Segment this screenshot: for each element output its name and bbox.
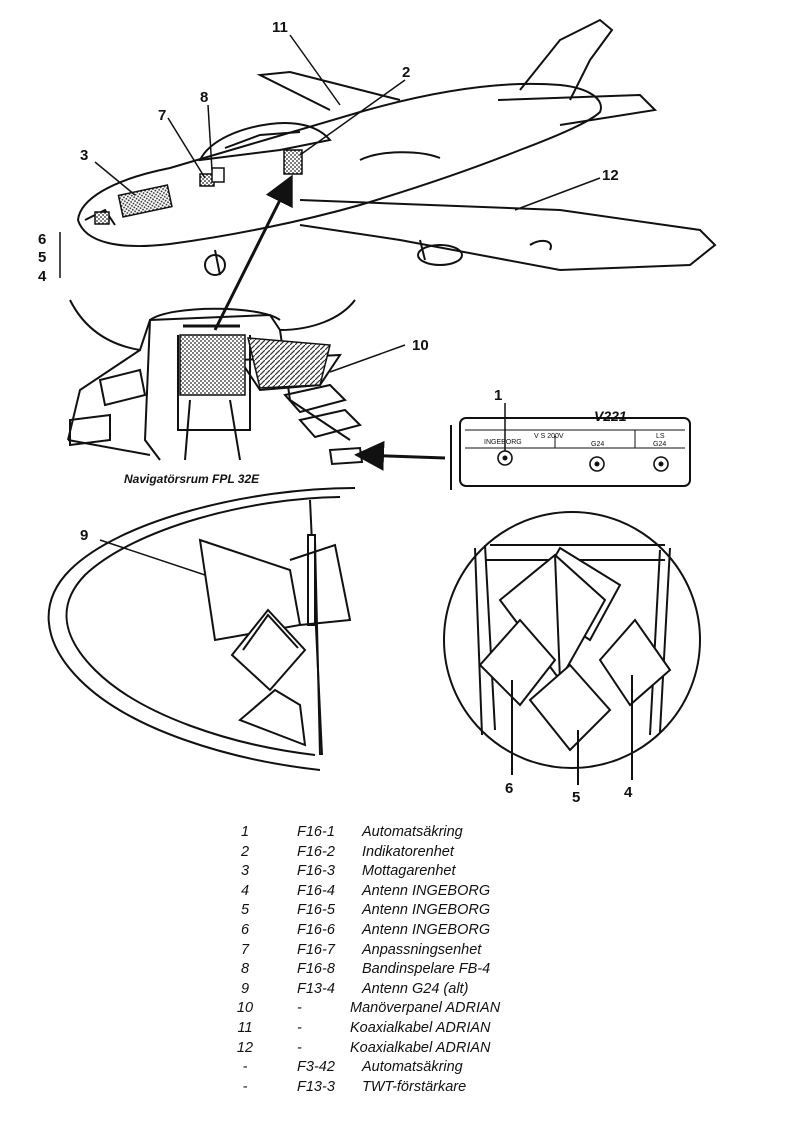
panel-v221	[459, 403, 691, 487]
navigator-display-panel	[179, 334, 246, 396]
legend-label: Koaxialkabel ADRIAN	[350, 1039, 491, 1056]
callout-7: 7	[158, 107, 166, 124]
legend-number: 1	[240, 824, 250, 840]
nose-cutaway	[47, 487, 356, 771]
legend-code: -	[297, 1039, 302, 1056]
legend-row: - F13-3 TWT-förstärkare	[225, 1078, 585, 1098]
callout-2: 2	[402, 64, 410, 81]
callout-4: 4	[38, 268, 47, 285]
callout-8: 8	[200, 89, 208, 106]
recorder-unit-8	[211, 167, 225, 183]
aircraft-drawing	[76, 18, 717, 276]
navigator-room-caption: Navigatörsrum FPL 32E	[124, 472, 260, 486]
legend-row: 6 F16-6 Antenn INGEBORG	[225, 921, 585, 941]
antenna-array-view	[443, 511, 701, 785]
legend-number: -	[242, 1059, 248, 1076]
panel-ingeborg-label: INGEBORG	[484, 439, 522, 446]
antenna-callout-5: 5	[572, 789, 580, 806]
legend-code: F16-5	[297, 902, 335, 919]
panel-ls-g24-label: G24	[653, 441, 666, 448]
panel-ls-label: LS	[656, 433, 665, 440]
legend-code: F16-6	[297, 921, 335, 938]
legend-row: 9 F13-4 Antenn G24 (alt)	[225, 980, 585, 1000]
panel-to-indicator-arrow	[213, 174, 293, 331]
legend-number: 4	[240, 882, 250, 899]
legend-label: Automatsäkring	[362, 1059, 463, 1076]
legend-label: Anpassningsenhet	[362, 941, 482, 958]
legend-label: Automatsäkring	[362, 824, 463, 840]
callout-9: 9	[80, 527, 88, 544]
indicator-unit-2	[283, 149, 303, 175]
legend-number: -	[242, 1078, 248, 1095]
panel-vs-label: V S 200V	[534, 433, 564, 440]
legend-row: 8 F16-8 Bandinspelare FB-4	[225, 960, 585, 980]
legend-code: F16-2	[297, 843, 335, 860]
legend-label: Antenn INGEBORG	[362, 921, 491, 938]
legend-code: -	[297, 1019, 302, 1036]
control-panel-10	[247, 337, 331, 389]
legend-label: Antenn G24 (alt)	[362, 980, 469, 997]
v221-to-console-arrow	[354, 440, 446, 471]
legend-row: 12 - Koaxialkabel ADRIAN	[225, 1039, 585, 1059]
legend-label: Manöverpanel ADRIAN	[350, 1000, 501, 1017]
panel-v221-title: V221	[594, 408, 627, 424]
legend-code: F16-8	[297, 961, 335, 978]
legend-label: Antenn INGEBORG	[362, 882, 491, 899]
legend-number: 7	[240, 941, 250, 958]
callout-10: 10	[412, 337, 429, 354]
callout-leaders	[59, 34, 601, 586]
legend-label: Bandinspelare FB-4	[362, 961, 491, 978]
legend-code: F16-7	[297, 941, 335, 958]
antenna-callout-4: 4	[624, 784, 633, 801]
callout-3: 3	[80, 147, 88, 164]
legend-row: 3 F16-3 Mottagarenhet	[225, 862, 585, 882]
legend-code: F16-3	[297, 863, 335, 880]
legend-row: - F3-42 Automatsäkring	[225, 1058, 585, 1078]
legend-code: -	[297, 1000, 302, 1017]
legend-label: Koaxialkabel ADRIAN	[350, 1019, 491, 1036]
legend-number: 10	[236, 1000, 254, 1017]
antenna-cluster-nose	[94, 211, 110, 225]
callout-6: 6	[38, 231, 46, 248]
legend-row: 5 F16-5 Antenn INGEBORG	[225, 901, 585, 921]
callout-1: 1	[494, 387, 502, 404]
legend-number: 3	[240, 863, 250, 880]
legend-row: 11 - Koaxialkabel ADRIAN	[225, 1019, 585, 1039]
legend-number: 9	[240, 980, 250, 997]
legend-label: TWT-förstärkare	[362, 1078, 467, 1095]
legend-code: F13-4	[297, 980, 335, 997]
navigator-room-drawing	[67, 299, 364, 466]
antenna-callout-6: 6	[505, 780, 513, 797]
legend-number: 6	[240, 921, 250, 938]
legend-code: F3-42	[297, 1059, 335, 1076]
legend-code: F16-4	[297, 882, 335, 899]
panel-g24-label: G24	[591, 441, 604, 448]
legend-number: 12	[236, 1039, 254, 1056]
callout-11: 11	[272, 19, 288, 36]
legend-code: F13-3	[297, 1078, 335, 1095]
legend-number: 8	[240, 961, 250, 978]
legend-label: Antenn INGEBORG	[362, 902, 491, 919]
legend-code: F16-1	[297, 824, 335, 840]
receiver-unit-3	[117, 184, 173, 218]
callout-12: 12	[602, 167, 619, 184]
legend-row: 2 F16-2 Indikatorenhet	[225, 843, 585, 863]
legend-row: 4 F16-4 Antenn INGEBORG	[225, 882, 585, 902]
legend-label: Indikatorenhet	[362, 843, 454, 860]
legend-number: 5	[240, 902, 250, 919]
callout-5: 5	[38, 249, 46, 266]
legend-number: 2	[240, 843, 250, 860]
legend-label: Mottagarenhet	[362, 863, 456, 880]
legend-row: 1 F16-1 Automatsäkring	[225, 823, 585, 843]
legend-row: 7 F16-7 Anpassningsenhet	[225, 941, 585, 961]
legend-number: 11	[237, 1019, 253, 1036]
legend-row: 10 - Manöverpanel ADRIAN	[225, 999, 585, 1019]
